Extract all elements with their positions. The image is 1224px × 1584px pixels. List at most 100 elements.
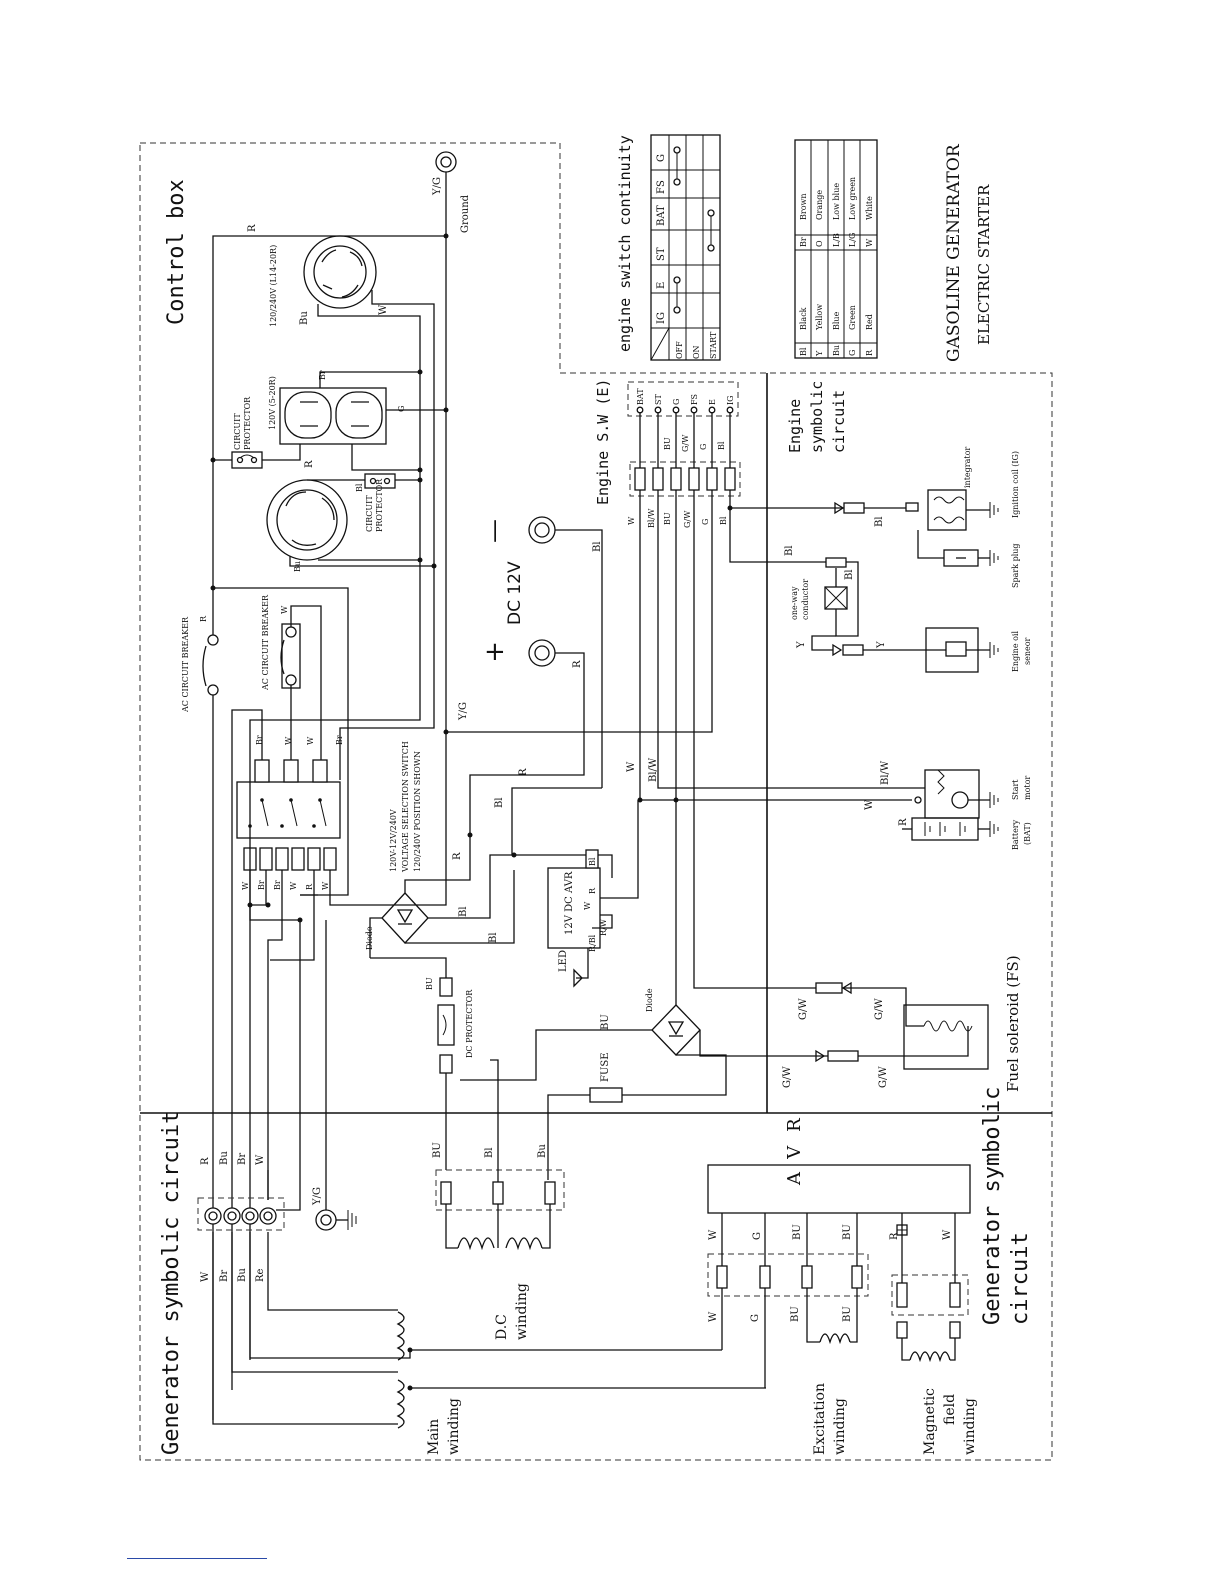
avr-bu2-label: BU	[842, 1224, 853, 1240]
engine-switch-continuity-title: engine switch continuity	[616, 135, 634, 352]
vsw-br-top-1: Br	[255, 735, 264, 745]
wire-label-y-oil: Y	[796, 641, 807, 649]
wire-label-w-l14: W	[378, 304, 389, 315]
legend-name-low-blue: Low blue	[832, 183, 841, 220]
legend-name-orange: Orange	[815, 190, 824, 220]
vsw-w-bot-3: W	[321, 881, 330, 890]
ground-yg-label: Y/G	[432, 177, 443, 196]
continuity-header-ig: IG	[656, 312, 667, 324]
generator-ground: Y/G	[312, 1187, 357, 1231]
ignition-coil: integrator Ignition coil (IG)	[905, 447, 1020, 531]
continuity-header-bat: BAT	[656, 205, 667, 226]
legend-code-bl: Bl	[799, 347, 808, 356]
dc-plus-label: +	[484, 637, 506, 667]
dc-winding-bu2-label: Bu	[537, 1144, 548, 1158]
5-20r-g-label: G	[397, 406, 406, 412]
gen-yg-label: Y/G	[312, 1187, 323, 1206]
diode-bridge-2: Diode	[645, 988, 701, 1056]
dc-avr-rw-label: R/W	[599, 918, 608, 936]
sw-wire-blw-b: Bl/W	[647, 508, 656, 528]
continuity-row-off: OFF	[675, 341, 684, 359]
engine-oil-sensor: Engine oil seneor	[925, 627, 1032, 673]
vsw-w-top-2: W	[306, 736, 315, 745]
wire-label-gw-fs4: G/W	[878, 1066, 889, 1088]
dc-12v-terminals: DC 12V + —	[480, 516, 556, 667]
sw-term-g: G	[672, 399, 681, 405]
continuity-header-e: E	[656, 282, 667, 289]
dc-winding-bl-label: Bl	[484, 1147, 495, 1158]
integrator-label: integrator	[963, 447, 972, 488]
engine-symbolic-title-2: symbolic	[808, 381, 826, 453]
vsw-r-bot: R	[305, 883, 314, 890]
battery-label-2: (BAT)	[1023, 822, 1032, 845]
wire-label-blw-motor: Bl/W	[880, 760, 891, 785]
sw-wire-g: G	[699, 444, 708, 450]
continuity-row-start: START	[709, 331, 718, 359]
wire-label-w-motor: W	[864, 799, 875, 810]
color-legend: Bl Black Br Brown Y Yellow O Orange Bu B…	[794, 139, 878, 359]
sw-wire-w-b: W	[627, 516, 636, 525]
wire-label-r-dc2: R	[518, 768, 529, 776]
spark-plug-label: Spark plug	[1011, 543, 1020, 588]
wire-label-r-top: R	[247, 224, 258, 232]
generator-symbolic-right-title-2: circuit	[1008, 1232, 1033, 1325]
vsw-w-bot-2: W	[289, 881, 298, 890]
legend-name-green: Green	[848, 305, 857, 330]
engine-symbolic-title-3: circuit	[830, 390, 848, 453]
legend-name-blue: Blue	[832, 311, 841, 330]
dc-winding-label-1: D.C	[494, 1314, 510, 1340]
junction-dots	[210, 233, 733, 1391]
avr-module: AVR	[707, 1104, 971, 1214]
avr-g-label: G	[752, 1232, 763, 1240]
circuit-protector-l530-label-1: CIRCUIT	[365, 495, 374, 532]
avr-bu2-below: BU	[842, 1306, 853, 1322]
one-way-label-1: one-way	[790, 586, 799, 620]
voltage-selection-switch: 120V-12V/240V VOLTAGE SELECTION SWITCH 1…	[236, 735, 422, 890]
wire-label-w-sw: W	[626, 761, 637, 772]
sw-term-ig: IG	[726, 395, 735, 405]
wire-label-bl-diode: Bl	[458, 906, 469, 917]
legend-code-r: R	[865, 349, 874, 356]
legend-code-lb: L/B	[832, 233, 841, 247]
ac-circuit-breaker-2-label: AC CIRCUIT BREAKER	[261, 594, 270, 691]
sw-wire-g-b: G	[701, 519, 710, 525]
control-box-title: Control box	[164, 179, 189, 325]
avr-bu-below: BU	[790, 1306, 801, 1322]
continuity-header-fs: FS	[656, 180, 667, 194]
circuit-protector-520: CIRCUIT PROTECTOR	[231, 396, 263, 469]
vsw-w-top: W	[284, 736, 293, 745]
circuit-protector-l530-bl-label: Bl	[355, 483, 364, 492]
spark-plug: Spark plug	[943, 543, 1020, 588]
dc-avr-label: 12V DC AVR	[564, 871, 575, 935]
main-winding: Main winding	[396, 1311, 462, 1455]
footer-divider	[127, 1558, 267, 1559]
voltage-switch-label-1: 120V-12V/240V	[389, 809, 398, 872]
legend-name-yellow: Yellow	[815, 304, 824, 331]
wire-label-blw-sw: Bl/W	[648, 757, 659, 782]
diode-2-label: Diode	[645, 988, 654, 1012]
ac-breaker-1-r-label: R	[199, 615, 208, 622]
conn-br-below: Br	[219, 1270, 230, 1282]
generator-symbolic-title: Generator symbolic circuit	[159, 1111, 184, 1455]
circuit-protector-l530-label-2: PROTECTOR	[375, 478, 384, 532]
wire-label-bu-diode2: BU	[600, 1014, 611, 1030]
magnetic-label-1: Magnetic	[922, 1388, 938, 1455]
avr-w-below: W	[708, 1311, 719, 1322]
dc-12v-label: DC 12V	[505, 561, 525, 625]
vsw-br-bot-2: Br	[273, 880, 282, 890]
start-motor-label-1: Start	[1011, 779, 1020, 800]
sw-wire-bl: Bl	[717, 441, 726, 450]
legend-name-brown: Brown	[799, 193, 808, 220]
legend-name-low-green: Low green	[848, 177, 857, 220]
oil-sensor-label-2: seneor	[1023, 637, 1032, 665]
generator-title-2: ELECTRIC STARTER	[975, 184, 993, 345]
conn-w-below: W	[200, 1271, 211, 1282]
circuit-protector-520-label-2: PROTECTOR	[243, 396, 252, 450]
sw-wire-bu: BU	[663, 437, 672, 450]
ground-terminal: Y/G Ground	[432, 151, 471, 732]
wire-label-bl-dcminus: Bl	[592, 541, 603, 552]
wire-label-bl-oneway: Bl	[784, 545, 795, 556]
dc-winding-label-2: winding	[514, 1283, 530, 1340]
voltage-switch-label-2: VOLTAGE SELECTION SWITCH	[401, 741, 410, 873]
